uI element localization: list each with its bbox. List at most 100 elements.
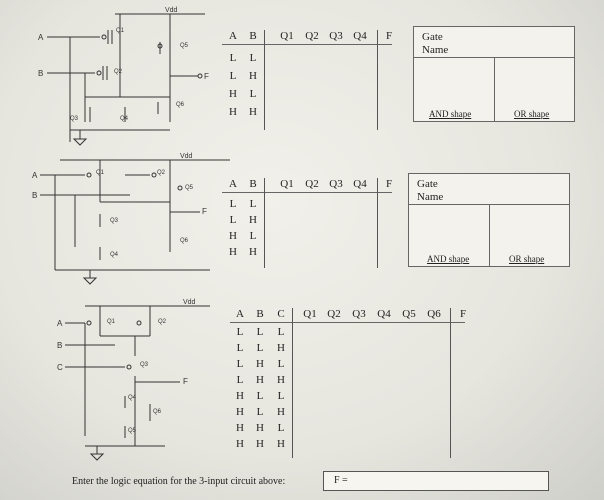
- gate-name-label: Gate Name: [422, 31, 449, 56]
- col-header: Q1: [280, 178, 294, 190]
- table-cell: L: [236, 374, 244, 386]
- col-header: C: [277, 308, 285, 320]
- q4-label: Q4: [120, 116, 129, 122]
- col-header: Q4: [353, 30, 367, 42]
- truth-table-1: A B Q1 Q2 Q3 Q4 F L L L H H L H H: [222, 30, 397, 130]
- col-header: Q4: [377, 308, 391, 320]
- col-header: Q1: [280, 30, 294, 42]
- table-cell: H: [256, 358, 264, 370]
- q4-label: Q4: [110, 252, 119, 258]
- q3-label: Q3: [110, 218, 119, 224]
- col-header: Q5: [402, 308, 416, 320]
- table-cell: H: [256, 438, 264, 450]
- table-cell: L: [236, 342, 244, 354]
- input-a-label: A: [57, 319, 63, 328]
- q1-label: Q1: [116, 28, 125, 34]
- col-header: Q3: [352, 308, 366, 320]
- table-cell: H: [249, 246, 257, 258]
- table-cell: L: [229, 198, 237, 210]
- gate-name-label: Gate Name: [417, 178, 444, 203]
- table-cell: H: [256, 422, 264, 434]
- table-cell: H: [277, 342, 285, 354]
- table-cell: L: [277, 422, 285, 434]
- col-header: A: [236, 308, 244, 320]
- col-header: Q3: [329, 30, 343, 42]
- input-c-label: C: [57, 363, 63, 372]
- vdd-label: Vdd: [165, 7, 178, 14]
- table-cell: H: [229, 230, 237, 242]
- table-cell: H: [277, 374, 285, 386]
- q5-label: Q5: [180, 43, 189, 49]
- table-cell: H: [236, 406, 244, 418]
- col-header: Q2: [305, 178, 319, 190]
- col-header: B: [249, 30, 257, 42]
- equation-value: F =: [334, 475, 348, 486]
- col-header: F: [385, 30, 393, 42]
- equation-prompt: Enter the logic equation for the 3-input…: [72, 476, 286, 487]
- input-b-label: B: [32, 191, 37, 200]
- table-cell: L: [249, 230, 257, 242]
- q2-label: Q2: [158, 319, 167, 325]
- table-cell: L: [229, 70, 237, 82]
- q2-label: Q2: [114, 69, 123, 75]
- circuit-diagram-2: Vdd A Q1 Q2 B Q5 F Q3 Q6 Q4: [32, 153, 230, 285]
- col-header: Q3: [329, 178, 343, 190]
- q1-label: Q1: [107, 319, 116, 325]
- table-cell: H: [249, 106, 257, 118]
- table-cell: H: [249, 70, 257, 82]
- q6-label: Q6: [180, 238, 189, 244]
- gate-name-box-1: Gate Name AND shape OR shape: [413, 26, 575, 122]
- col-header: Q4: [353, 178, 367, 190]
- and-shape-label: AND shape: [429, 109, 472, 119]
- output-f-label: F: [202, 207, 207, 216]
- output-f-label: F: [183, 377, 188, 386]
- q5-label: Q5: [128, 428, 137, 434]
- input-a-label: A: [38, 33, 44, 42]
- q5-label: Q5: [185, 185, 194, 191]
- input-b-label: B: [38, 69, 43, 78]
- table-cell: H: [236, 438, 244, 450]
- col-header: Q1: [303, 308, 317, 320]
- table-cell: H: [236, 422, 244, 434]
- table-cell: L: [249, 52, 257, 64]
- table-cell: L: [229, 214, 237, 226]
- q4-label: Q4: [128, 395, 137, 401]
- gate-name-box-2: Gate Name AND shape OR shape: [408, 173, 570, 267]
- and-shape-label: AND shape: [427, 254, 470, 264]
- col-header: F: [385, 178, 393, 190]
- table-cell: H: [229, 88, 237, 100]
- table-cell: L: [249, 88, 257, 100]
- col-header: B: [256, 308, 264, 320]
- col-header: Q2: [305, 30, 319, 42]
- truth-table-3: A B C Q1 Q2 Q3 Q4 Q5 Q6 F L L L L L H L …: [230, 308, 470, 458]
- table-cell: H: [249, 214, 257, 226]
- table-cell: L: [277, 390, 285, 402]
- table-cell: L: [229, 52, 237, 64]
- table-cell: H: [256, 374, 264, 386]
- q3-label: Q3: [140, 362, 149, 368]
- col-header: A: [229, 30, 237, 42]
- col-header: Q6: [427, 308, 441, 320]
- table-cell: L: [256, 342, 264, 354]
- or-shape-label: OR shape: [514, 109, 550, 119]
- q2-label: Q2: [157, 170, 166, 176]
- table-cell: L: [249, 198, 257, 210]
- equation-input[interactable]: F =: [323, 471, 549, 491]
- table-cell: H: [277, 406, 285, 418]
- col-header: A: [229, 178, 237, 190]
- table-cell: L: [277, 358, 285, 370]
- circuit-diagram-3: Vdd A Q1 Q2 B C Q3 F Q4 Q6 Q5: [57, 299, 210, 461]
- circuit-diagram-1: Vdd A Q1 B Q2 Q5 F Q6 Q3 Q4: [38, 7, 209, 146]
- input-b-label: B: [57, 341, 62, 350]
- col-header: B: [249, 178, 257, 190]
- table-cell: L: [236, 326, 244, 338]
- table-cell: H: [229, 106, 237, 118]
- table-cell: H: [229, 246, 237, 258]
- table-cell: L: [256, 390, 264, 402]
- q6-label: Q6: [153, 409, 162, 415]
- truth-table-2: A B Q1 Q2 Q3 Q4 F L L L H H L H H: [222, 178, 397, 268]
- or-shape-label: OR shape: [509, 254, 545, 264]
- output-f-label: F: [204, 72, 209, 81]
- q6-label: Q6: [176, 102, 185, 108]
- table-cell: L: [236, 358, 244, 370]
